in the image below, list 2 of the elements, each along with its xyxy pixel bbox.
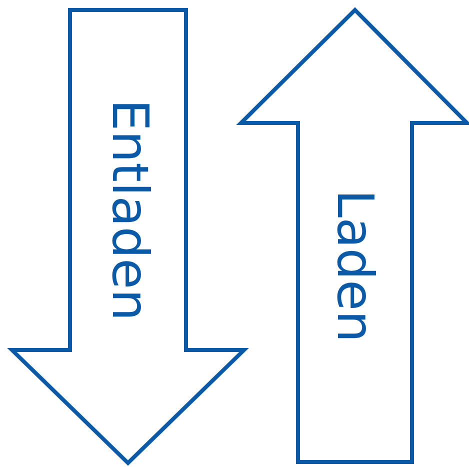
arrow-label: Laden (330, 190, 380, 342)
arrow-label: Entladen (105, 99, 155, 321)
